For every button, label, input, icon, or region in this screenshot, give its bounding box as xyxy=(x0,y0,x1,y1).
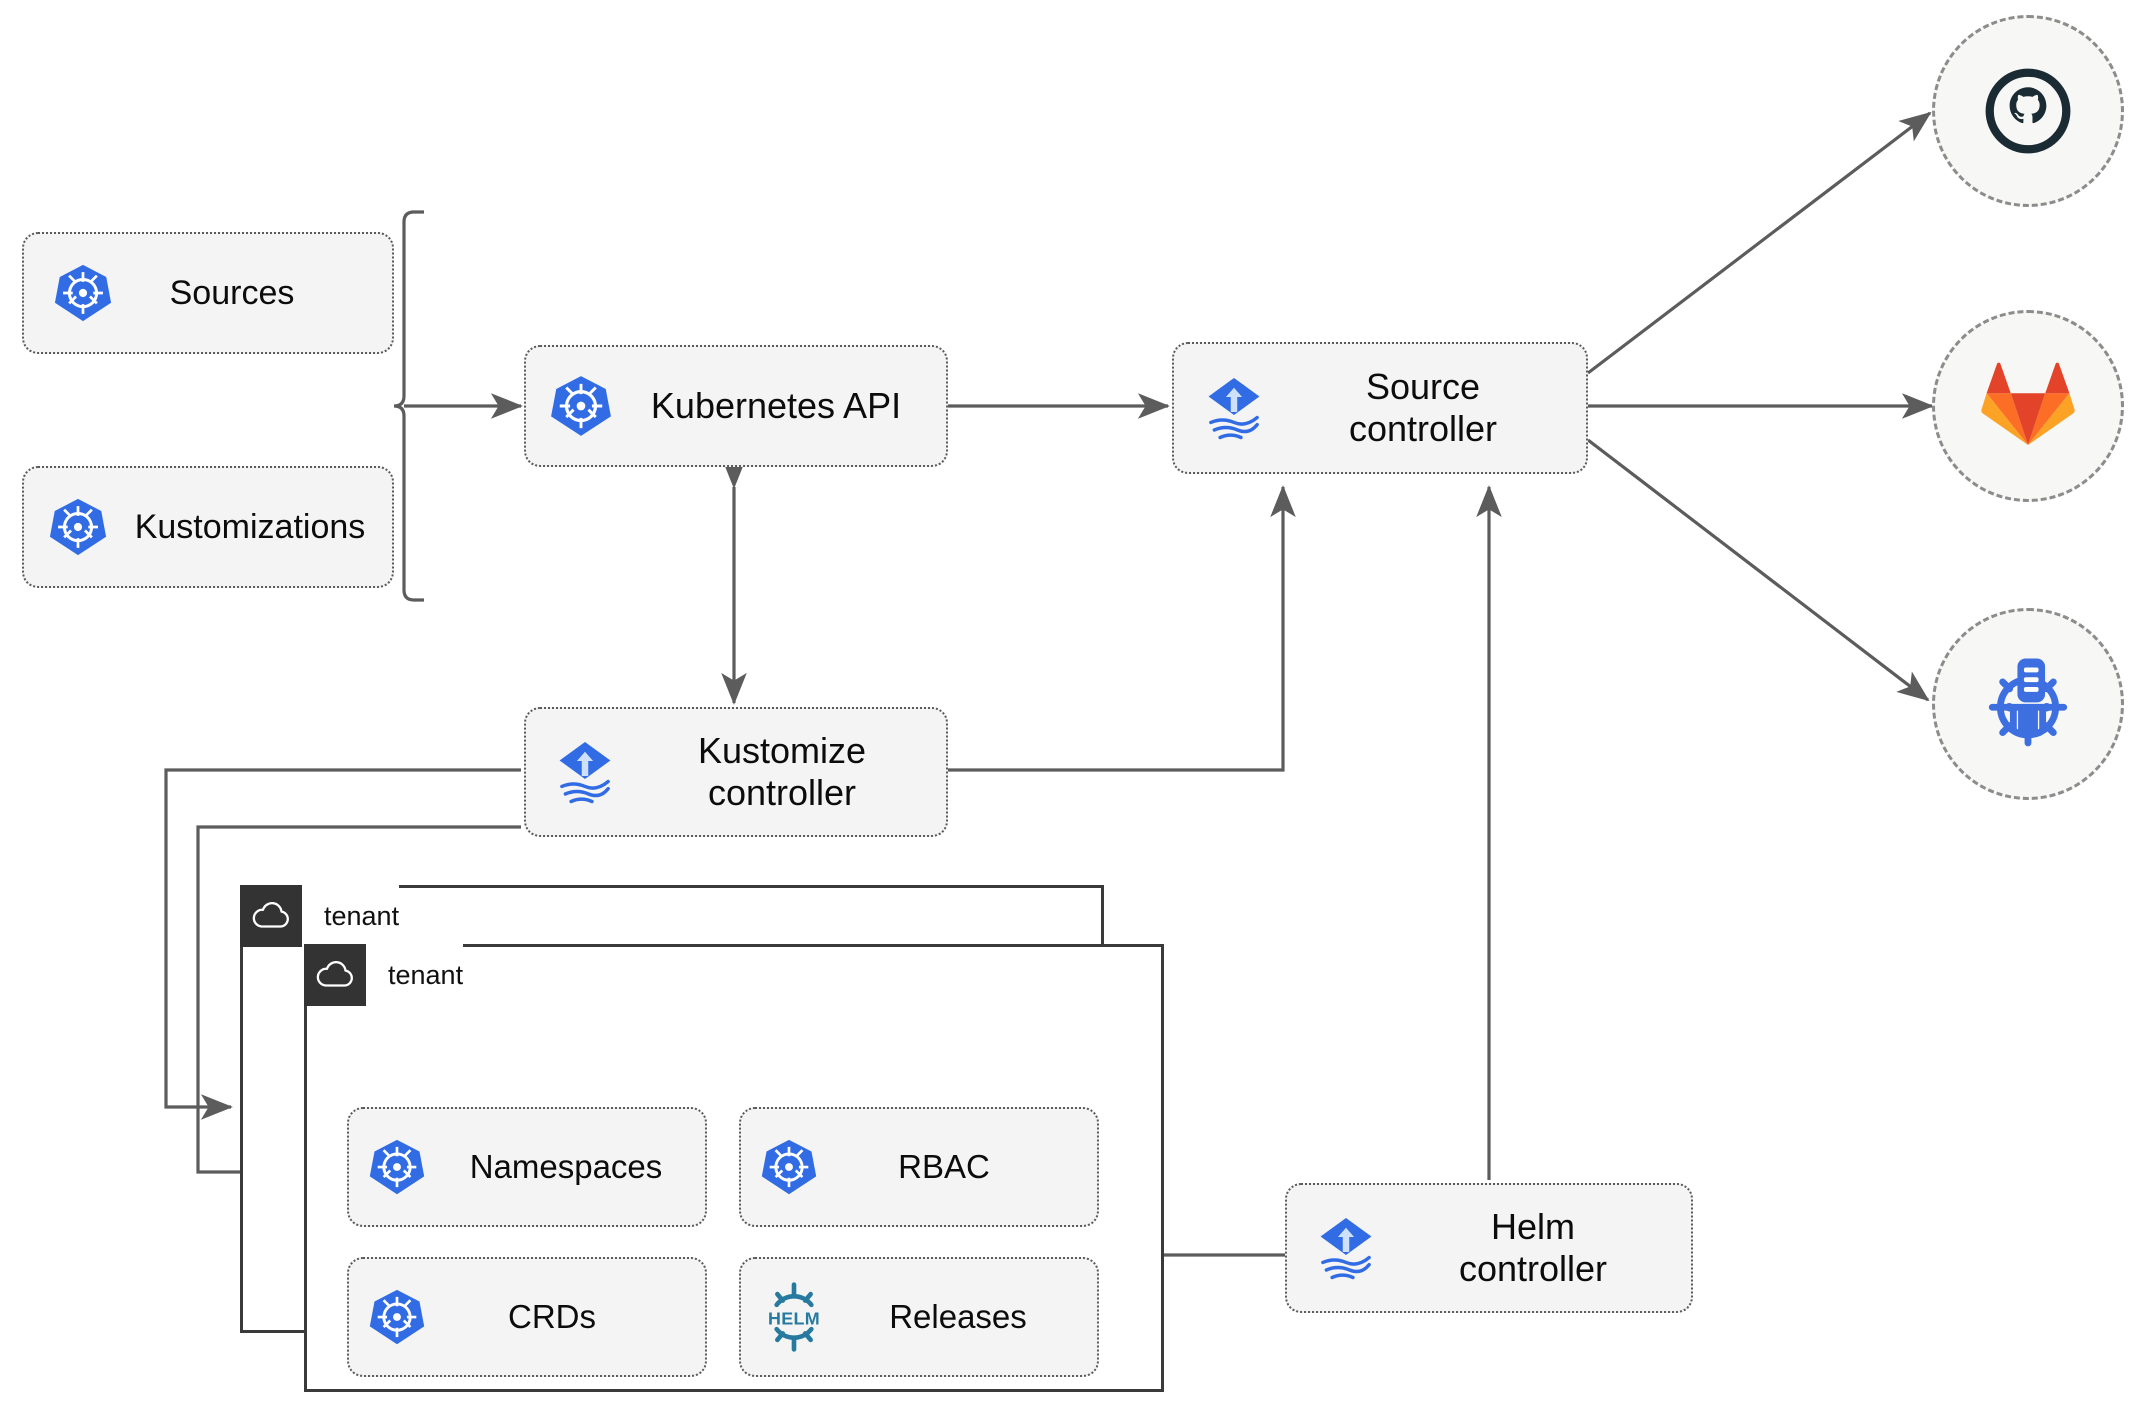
kubernetes-icon xyxy=(24,496,132,558)
oci-registry-icon xyxy=(1988,658,2068,747)
tenant-resource-label: RBAC xyxy=(898,1147,990,1185)
external-source-gitlab[interactable] xyxy=(1932,310,2124,502)
resource-card-kustomizations[interactable]: Kustomizations xyxy=(22,466,394,588)
kubernetes-icon xyxy=(741,1137,837,1197)
kubernetes-icon xyxy=(526,373,636,439)
kubernetes-icon xyxy=(349,1287,445,1347)
tenant-resource-label: Namespaces xyxy=(469,1147,663,1185)
github-icon xyxy=(1985,68,2071,154)
tenant-resource-rbac[interactable]: RBAC xyxy=(739,1107,1099,1227)
tenant-resource-label: CRDs xyxy=(508,1297,596,1335)
tenant-label: tenant xyxy=(366,944,464,1006)
resource-card-sources[interactable]: Sources xyxy=(22,232,394,354)
node-source-controller[interactable]: Source controller xyxy=(1172,342,1588,474)
resource-label: Sources xyxy=(169,273,295,312)
group-bracket xyxy=(393,210,424,602)
wire-source-to-oci xyxy=(1587,438,1930,702)
external-source-github[interactable] xyxy=(1932,15,2124,207)
cloud-icon xyxy=(240,885,302,947)
tenant-resource-namespaces[interactable]: Namespaces xyxy=(347,1107,707,1227)
node-label: Kubernetes API xyxy=(650,384,902,426)
tenant-resource-label: Releases xyxy=(889,1297,1027,1335)
gitlab-icon xyxy=(1981,362,2075,445)
node-kubernetes-api[interactable]: Kubernetes API xyxy=(524,345,948,467)
flux-icon xyxy=(1287,1211,1405,1285)
tenant-container-front[interactable]: tenant Namespaces xyxy=(304,944,1164,1392)
kubernetes-icon xyxy=(349,1137,445,1197)
cloud-icon xyxy=(304,944,366,1006)
tenant-header: tenant xyxy=(240,885,400,947)
flux-icon xyxy=(1174,371,1294,445)
node-label: Helm controller xyxy=(1458,1205,1608,1289)
resource-label: Kustomizations xyxy=(134,507,366,546)
wire-source-to-github xyxy=(1587,111,1932,375)
flux-icon xyxy=(526,735,644,809)
tenant-resource-releases[interactable]: HELM Releases xyxy=(739,1257,1099,1377)
node-label: Kustomize controller xyxy=(697,729,867,813)
node-kustomize-controller[interactable]: Kustomize controller xyxy=(524,707,948,837)
node-label: Source controller xyxy=(1348,365,1498,449)
node-helm-controller[interactable]: Helm controller xyxy=(1285,1183,1693,1313)
kubernetes-icon xyxy=(24,262,142,324)
tenant-resource-crds[interactable]: CRDs xyxy=(347,1257,707,1377)
helm-icon: HELM xyxy=(741,1280,847,1354)
svg-text:HELM: HELM xyxy=(768,1309,820,1329)
wire-kustomize-to-source-controller xyxy=(948,485,1296,772)
tenant-label: tenant xyxy=(302,885,400,947)
tenant-header: tenant xyxy=(304,944,464,1006)
external-source-oci-registry[interactable] xyxy=(1932,608,2124,800)
